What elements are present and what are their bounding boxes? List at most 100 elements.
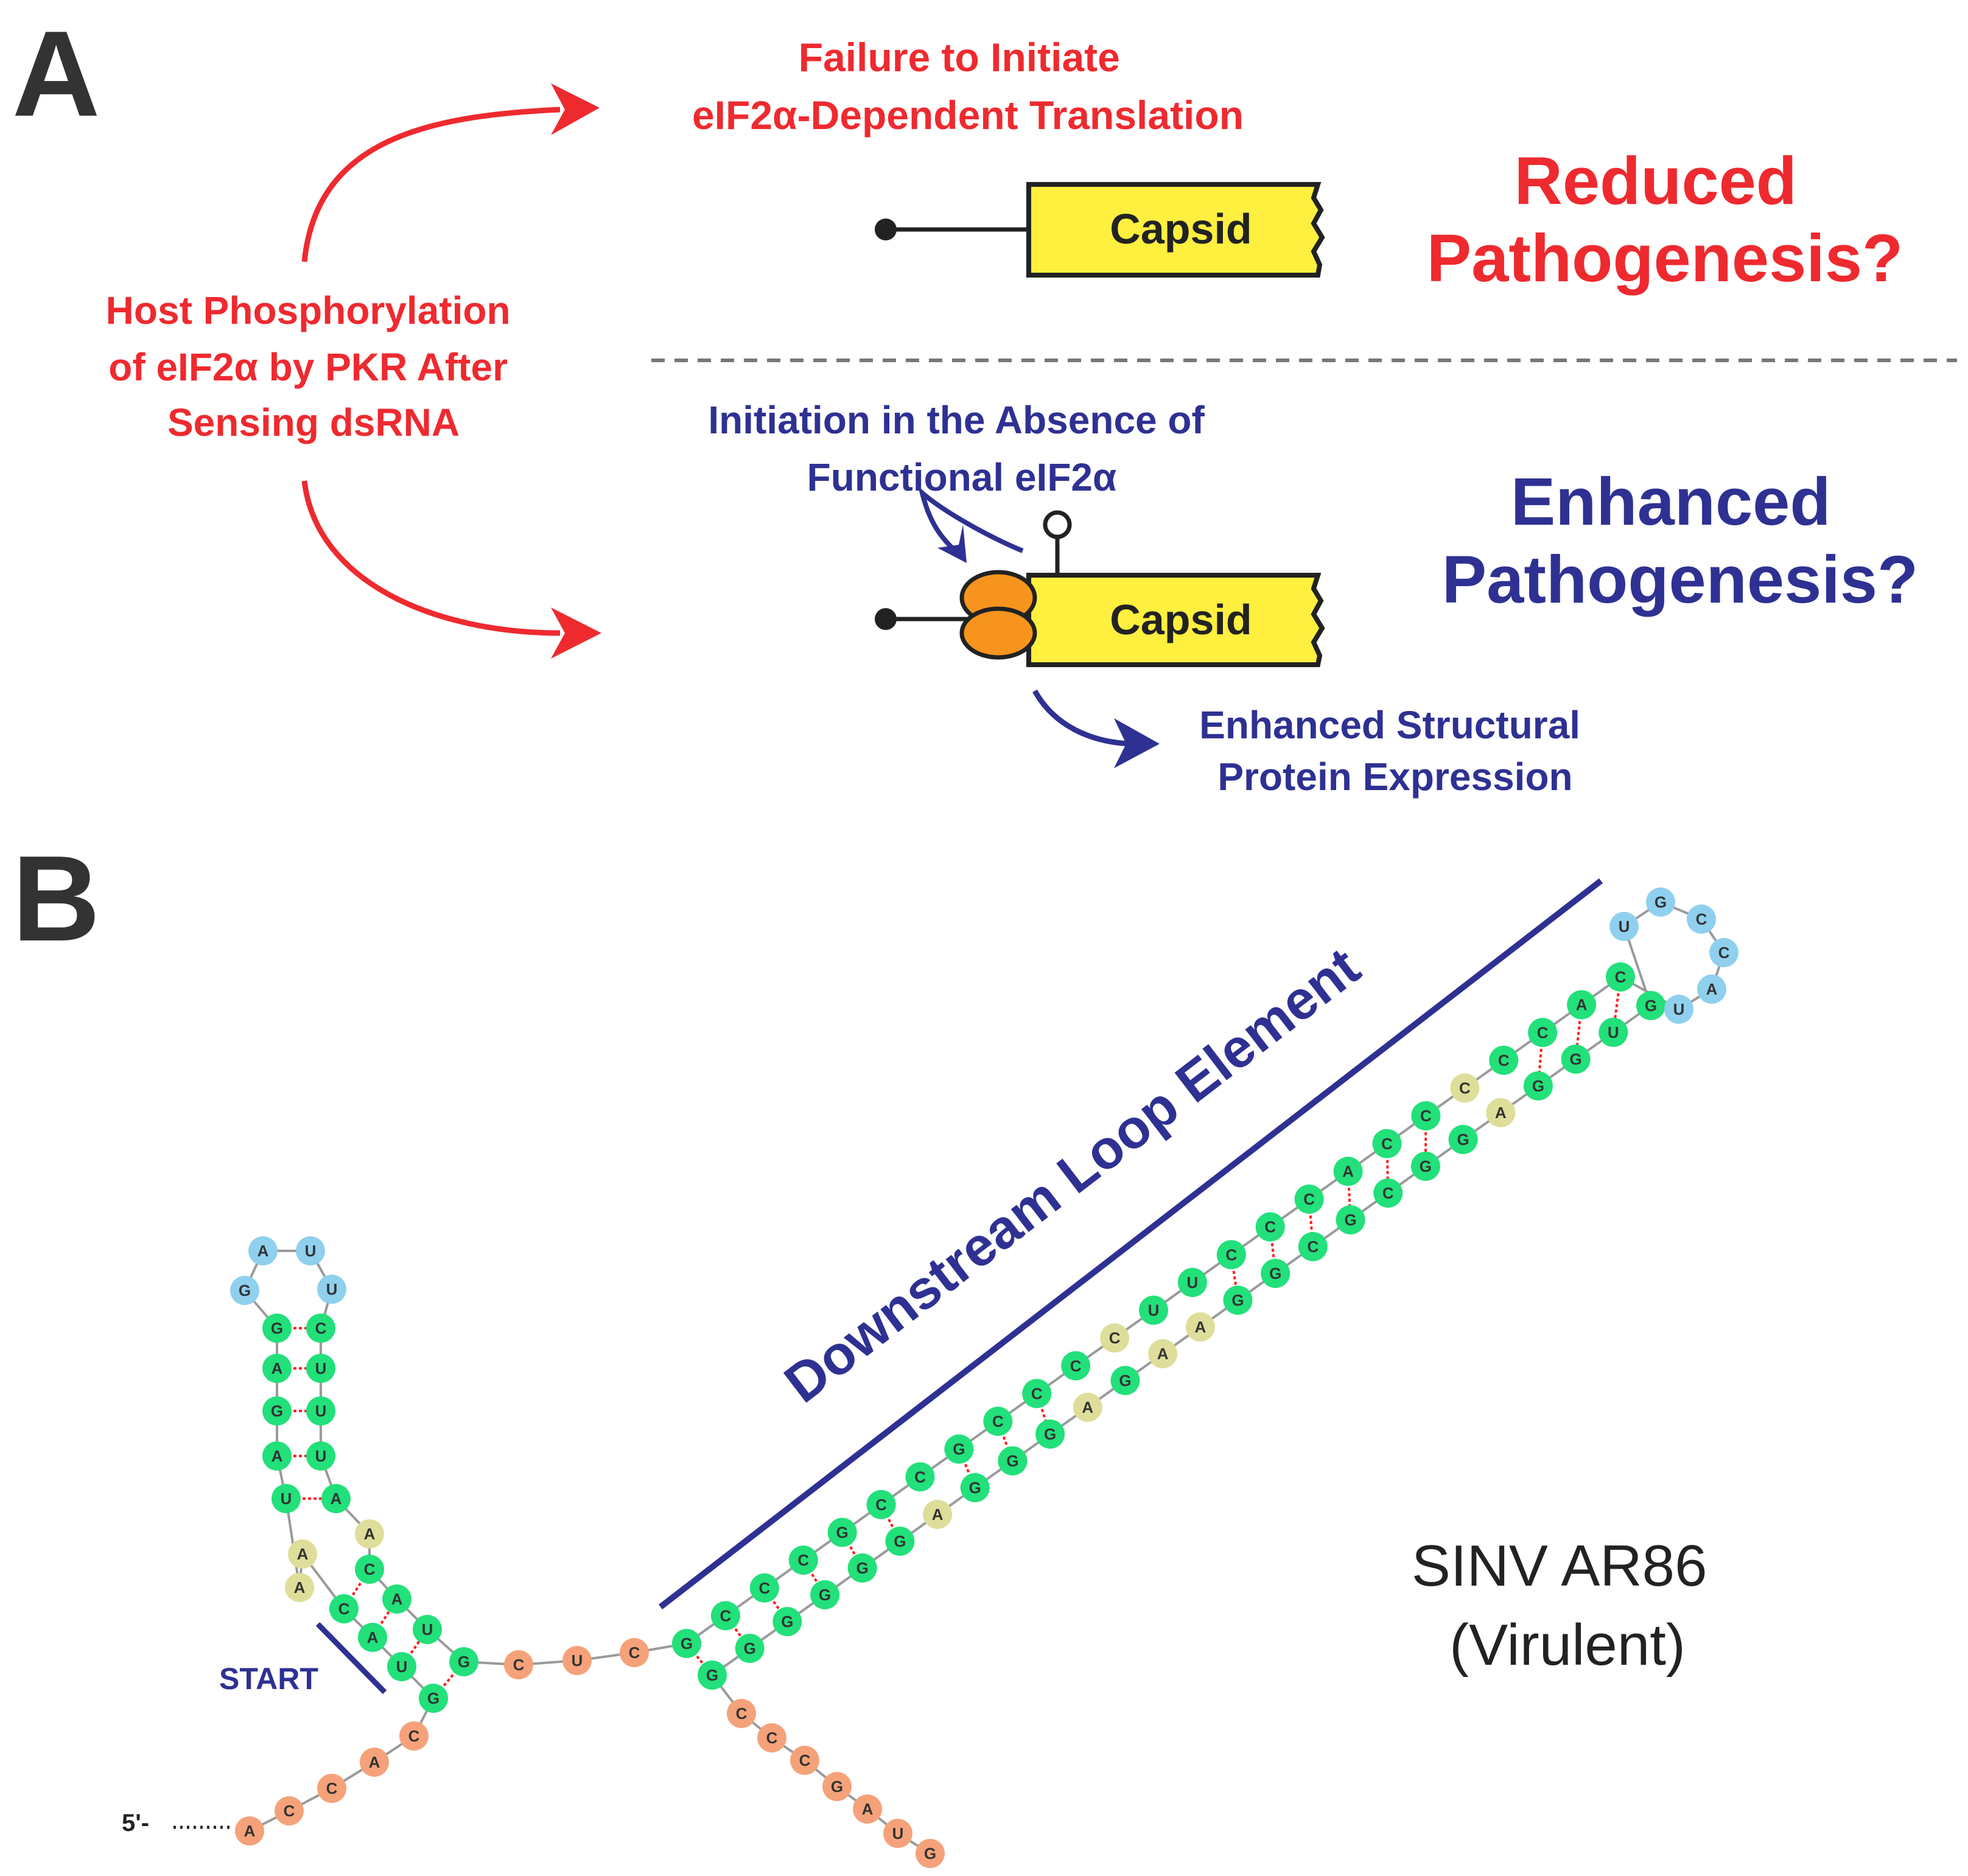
dle-strand5-nt-15: C bbox=[1216, 1240, 1246, 1270]
dle-strand3-nt-1: G bbox=[698, 1661, 727, 1690]
linker-nt-3: C bbox=[620, 1638, 649, 1667]
nucleotide-circle bbox=[1035, 1419, 1065, 1449]
bulge-left-nt-1: A bbox=[288, 1539, 317, 1569]
nucleotide-letter: G bbox=[1532, 1077, 1544, 1095]
nucleotide-circle bbox=[1567, 990, 1597, 1020]
nucleotide-circle bbox=[285, 1573, 314, 1602]
stem1-right-nt-1: C bbox=[306, 1314, 335, 1343]
nucleotide-circle bbox=[449, 1647, 478, 1676]
structural-text: Enhanced Structural Protein Expression bbox=[1199, 703, 1591, 799]
ribosome-icon bbox=[959, 570, 1037, 660]
dle-strand5-nt-13: U bbox=[1139, 1295, 1168, 1325]
nucleotide-letter: A bbox=[1706, 980, 1718, 998]
nucleotide-circle bbox=[757, 1723, 786, 1752]
dle-strand3-nt-14: A bbox=[1185, 1312, 1215, 1342]
nucleotide-letter: G bbox=[819, 1586, 831, 1604]
nucleotide-circle bbox=[1450, 1073, 1480, 1103]
dle-strand3-nt-21: G bbox=[1448, 1125, 1478, 1154]
dle-strand3-nt-19: C bbox=[1373, 1178, 1403, 1208]
dle-strand3-nt-18: G bbox=[1336, 1205, 1365, 1234]
nucleotide-letter: G bbox=[1655, 893, 1667, 911]
top-capsid-label: Capsid bbox=[1110, 205, 1252, 253]
virus-label: SINV AR86 (Virulent) bbox=[1412, 1533, 1723, 1678]
dle-strand5-nt-11: C bbox=[1061, 1351, 1091, 1381]
nucleotide-circle bbox=[1372, 1129, 1402, 1158]
nucleotide-letter: C bbox=[315, 1319, 327, 1337]
nucleotide-letter: U bbox=[315, 1359, 327, 1377]
nucleotide-letter: C bbox=[1031, 1384, 1043, 1402]
nucleotide-circle bbox=[1646, 887, 1675, 917]
nucleotide-circle bbox=[1489, 1045, 1519, 1075]
nucleotide-circle bbox=[1709, 938, 1739, 967]
start-stem-left-nt-1: G bbox=[419, 1684, 448, 1713]
nucleotide-circle bbox=[1185, 1312, 1215, 1342]
three-prime-nt-7: G bbox=[916, 1839, 945, 1868]
bulge-left-nt-2: A bbox=[285, 1573, 314, 1602]
nucleotide-letter: A bbox=[369, 1753, 380, 1771]
dle-strand3-nt-13: A bbox=[1148, 1339, 1178, 1368]
nucleotide-circle bbox=[772, 1607, 802, 1636]
dle-strand5-nt-2: C bbox=[710, 1601, 740, 1631]
dle-strand3-nt-6: G bbox=[885, 1527, 915, 1556]
host-text-line-2: of eIF2α by PKR After bbox=[108, 345, 508, 389]
dle-strand3-nt-25: U bbox=[1599, 1018, 1628, 1047]
nucleotide-letter: U bbox=[315, 1402, 327, 1420]
nucleotide-letter: G bbox=[969, 1479, 981, 1497]
dle-strand3-nt-2: G bbox=[735, 1634, 765, 1663]
stem1-right-nt-2: U bbox=[306, 1354, 335, 1383]
enhanced-pathogenesis-text: Enhanced Pathogenesis? bbox=[1442, 464, 1918, 617]
nucleotide-circle bbox=[288, 1539, 317, 1569]
dle-strand5-nt-22: C bbox=[1489, 1045, 1519, 1075]
stem1-right-nt-4: U bbox=[306, 1441, 335, 1471]
nucleotide-letter: A bbox=[331, 1489, 342, 1508]
dle-bracket-line bbox=[658, 878, 1603, 1609]
nucleotide-circle bbox=[847, 1553, 877, 1583]
nucleotide-letter: U bbox=[1619, 917, 1630, 936]
nucleotide-circle bbox=[620, 1638, 649, 1667]
dle-strand3-nt-26: G bbox=[1636, 991, 1665, 1020]
stem1-left-nt-5: U bbox=[271, 1484, 301, 1513]
hairpin-loop-icon bbox=[1043, 510, 1072, 539]
nucleotide-circle bbox=[1599, 1018, 1628, 1047]
stem1-left-nt-1: G bbox=[262, 1314, 292, 1343]
host-text-line-1: Host Phosphorylation bbox=[106, 289, 511, 332]
top-mrna: Capsid bbox=[875, 182, 1325, 278]
start-stem-left-nt-3: A bbox=[358, 1623, 387, 1652]
nucleotide-circle bbox=[306, 1441, 335, 1471]
five-prime-label: 5'- bbox=[122, 1810, 149, 1836]
dle-label: Downstream Loop Element bbox=[774, 936, 1371, 1415]
nucleotide-circle bbox=[1333, 1157, 1363, 1186]
nucleotide-letter: G bbox=[924, 1844, 936, 1863]
reduced-line-1: Reduced bbox=[1514, 144, 1797, 219]
dle-strand5-nt-16: C bbox=[1255, 1212, 1285, 1242]
enhanced-line-1: Enhanced bbox=[1511, 464, 1831, 539]
start-stem-right-nt-1: C bbox=[355, 1555, 384, 1584]
nucleotide-letter: C bbox=[1225, 1245, 1237, 1264]
dle-strand5-nt-3: C bbox=[749, 1573, 779, 1603]
nucleotide-circle bbox=[1664, 995, 1693, 1024]
nucleotide-letter: C bbox=[1381, 1135, 1393, 1153]
nucleotide-letter: C bbox=[736, 1704, 748, 1723]
nucleotide-letter: C bbox=[284, 1802, 295, 1820]
nucleotide-letter: G bbox=[953, 1440, 965, 1458]
stem1-loop-nt-3: U bbox=[296, 1236, 325, 1265]
blue-arrowhead-ribosome-icon bbox=[937, 525, 967, 563]
nucleotide-circle bbox=[1148, 1339, 1178, 1368]
nucleotide-circle bbox=[1261, 1259, 1290, 1288]
nucleotide-letter: G bbox=[271, 1319, 283, 1337]
nucleotide-circle bbox=[562, 1646, 592, 1675]
nucleotide-letter: U bbox=[396, 1657, 408, 1676]
nucleotide-letter: G bbox=[1645, 996, 1657, 1015]
dle-strand3-nt-7: A bbox=[923, 1500, 953, 1529]
dle-strand3-nt-8: G bbox=[960, 1473, 990, 1502]
nucleotide-letter: C bbox=[1303, 1190, 1315, 1208]
dle-strand3-nt-4: G bbox=[810, 1580, 840, 1609]
nucleotide-letter: A bbox=[932, 1505, 944, 1524]
stem1-right-nt-3: U bbox=[306, 1396, 335, 1426]
five-prime-nt-2: C bbox=[275, 1796, 304, 1825]
initiation-text: Initiation in the Absence of Functional … bbox=[708, 398, 1215, 499]
nucleotide-circle bbox=[1177, 1267, 1207, 1297]
dle-strand5-nt-21: C bbox=[1450, 1073, 1480, 1103]
dle-strand3-nt-12: G bbox=[1110, 1366, 1140, 1395]
